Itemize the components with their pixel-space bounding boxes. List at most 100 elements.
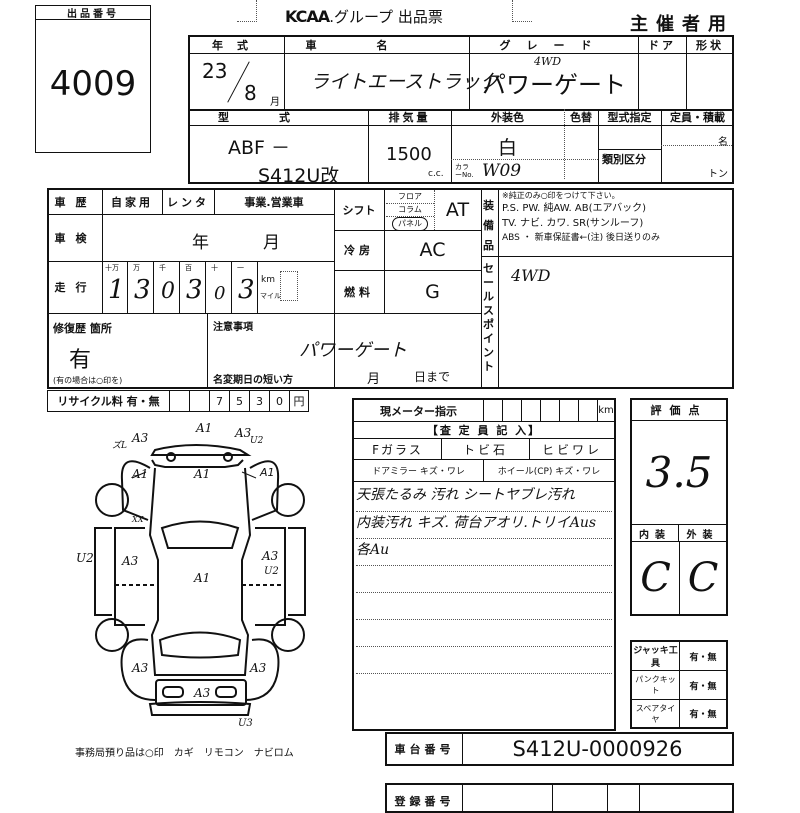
recycle-digit: 5 — [230, 391, 250, 411]
name-label: 車名 — [305, 39, 448, 52]
mirror-option[interactable]: ドアミラー キズ・ワレ — [354, 460, 484, 481]
digit-unit: 十 — [211, 264, 218, 272]
meter-unit: km — [598, 405, 614, 416]
grade-note: 4WD — [534, 55, 562, 68]
registration-cell[interactable] — [608, 785, 640, 811]
accessory-row: ジャッキ工具有・無 — [632, 642, 726, 671]
accessory-value[interactable]: 有・無 — [689, 681, 717, 692]
year-value: 23 — [202, 59, 228, 83]
recycle-row: リサイクル料 有・無 7 5 3 0 円 — [47, 390, 309, 412]
recycle-label[interactable]: リサイクル料 有・無 — [48, 391, 170, 411]
office-items: 事務局預り品は○印 カギ リモコン ナビロム — [75, 748, 294, 759]
meter-cell[interactable] — [522, 400, 541, 421]
mirror-wheel-row: ドアミラー キズ・ワレ ホイール(CP) キズ・ワレ — [354, 460, 614, 482]
type-spec-label: 型式指定 — [607, 111, 652, 124]
chip-option[interactable]: トビ石 — [442, 439, 530, 459]
doors — [94, 527, 306, 626]
damage-mark: A3 — [249, 661, 267, 675]
accessory-label: パンクキット — [632, 671, 680, 699]
name-change-label: 名変期日の短い方 — [213, 375, 293, 386]
grade-label: グレード — [499, 39, 608, 52]
recycle-digit: 7 — [210, 391, 230, 411]
equipment-line-1[interactable]: P.S. PW. 純AW. AB(エアバック) — [502, 203, 646, 214]
grade-value: パワーゲート — [482, 71, 626, 99]
shift-option-column[interactable]: コラム — [386, 204, 434, 217]
color-no-label: カラーNo. — [455, 163, 474, 179]
repair-value: 有 — [69, 348, 92, 373]
wheel-option[interactable]: ホイール(CP) キズ・ワレ — [497, 467, 601, 477]
fenders — [120, 460, 280, 701]
glass-row: Fガラス トビ石 ヒビワレ — [354, 439, 614, 460]
comment-line: 各Au — [356, 538, 612, 565]
registration-box: 登録番号 — [385, 783, 734, 813]
crack-option[interactable]: ヒビワレ — [541, 442, 602, 457]
comment-line: 天張たるみ 汚れ シートヤブレ汚れ — [356, 487, 575, 503]
score-value: 3.5 — [645, 448, 713, 497]
sheet-title: KCAA.グループ 出品票 — [285, 6, 443, 27]
shift-option-panel[interactable]: パネル — [392, 217, 428, 231]
registration-label: 登録番号 — [387, 785, 463, 811]
digit: 0 — [214, 283, 226, 304]
meter-cell[interactable] — [541, 400, 560, 421]
equipment-line-2[interactable]: TV. ナビ. カワ. SR(サンルーフ) — [502, 218, 644, 229]
recycle-digit — [190, 391, 210, 411]
year-label: 年式 — [212, 39, 262, 52]
accessory-value[interactable]: 有・無 — [689, 710, 717, 720]
comment-line — [356, 646, 612, 673]
ac-value: AC — [419, 239, 446, 261]
lot-number: 4009 — [49, 64, 137, 104]
color-change-label: 色替 — [570, 111, 592, 124]
history-business[interactable]: 事業.営業車 — [244, 196, 304, 209]
meter-cell[interactable] — [503, 400, 522, 421]
meter-row: 現メーター指示 km — [354, 400, 614, 422]
inspection-year-unit: 年 — [192, 233, 209, 253]
equipment-line-3[interactable]: ABS ・ 新車保証書←(注) 後日送りのみ — [502, 233, 661, 243]
color-value: 白 — [498, 137, 518, 159]
mile-unit: マイル — [260, 292, 281, 300]
shift-option-floor[interactable]: フロア — [386, 191, 434, 204]
mileage-label: 走行 — [54, 281, 97, 294]
accessory-value[interactable]: 有・無 — [689, 652, 717, 663]
accessory-label: ジャッキ工具 — [632, 642, 680, 670]
recycle-digit: 0 — [270, 391, 290, 411]
dotted-guide — [512, 0, 532, 22]
inspector-label: 【査 定 員 記 入】 — [354, 422, 614, 439]
history-private[interactable]: 自家用 — [111, 196, 153, 209]
damage-mark: A3 — [131, 431, 149, 445]
brand-logo: KCAA — [285, 7, 330, 26]
damage-mark: A1 — [259, 466, 275, 479]
registration-cell[interactable] — [463, 785, 553, 811]
displacement-label: 排気量 — [388, 111, 431, 124]
digit: 1 — [108, 275, 125, 305]
history-rental[interactable]: レンタ — [167, 196, 209, 209]
damage-mark: A1 — [131, 467, 148, 481]
chassis-label: 車台番号 — [387, 734, 463, 764]
mile-check-box[interactable] — [280, 271, 298, 301]
shift-options: フロア コラム パネル — [386, 191, 434, 231]
interior-grade: C — [632, 542, 680, 614]
damage-mark: A1 — [195, 421, 212, 435]
damage-mark: U2 — [76, 551, 94, 565]
shift-value: AT — [445, 199, 470, 221]
digit-unit: 十万 — [105, 264, 119, 272]
damage-mark: XX — [131, 515, 144, 524]
accessory-label: スペアタイヤ — [632, 700, 680, 727]
meter-cell[interactable] — [484, 400, 503, 421]
comment-lines: 天張たるみ 汚れ シートヤブレ汚れ 内装汚れ キズ. 荷台アオリ.トリイAus … — [356, 484, 612, 700]
meter-cell[interactable] — [560, 400, 579, 421]
comment-line — [356, 619, 612, 646]
capacity-label: 定員・積載 — [670, 111, 725, 124]
accessory-row: パンクキット有・無 — [632, 671, 726, 700]
comment-line — [356, 565, 612, 592]
exterior-label: 外装 — [686, 529, 719, 541]
digit-unit: 千 — [159, 264, 166, 272]
tires — [95, 483, 305, 652]
registration-cell[interactable] — [553, 785, 608, 811]
meter-cell[interactable] — [579, 400, 598, 421]
